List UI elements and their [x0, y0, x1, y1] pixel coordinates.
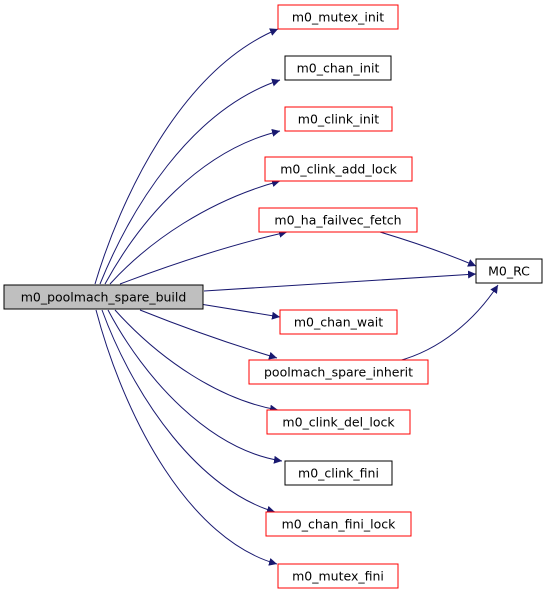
edge-to-chan-init	[99, 78, 281, 285]
node-label: m0_clink_fini	[298, 466, 379, 481]
node-m0-clink-add-lock[interactable]: m0_clink_add_lock	[264, 156, 413, 182]
node-m0-mutex-init[interactable]: m0_mutex_init	[277, 4, 399, 30]
call-edges	[94, 28, 499, 566]
edge-to-mutex-init	[94, 28, 279, 285]
node-label: m0_chan_wait	[294, 315, 383, 330]
node-label: m0_chan_init	[297, 61, 380, 76]
node-poolmach-spare-inherit[interactable]: poolmach_spare_inherit	[248, 359, 429, 385]
node-label: m0_clink_init	[298, 112, 379, 127]
edge-to-clink-init	[104, 128, 281, 285]
edge-to-clink-add-lock	[109, 179, 281, 285]
node-label: m0_clink_add_lock	[280, 162, 397, 177]
node-m0-ha-failvec-fetch[interactable]: m0_ha_failvec_fetch	[258, 207, 418, 233]
node-label: m0_chan_fini_lock	[282, 517, 397, 532]
node-label: m0_clink_del_lock	[282, 415, 395, 430]
node-label: m0_poolmach_spare_build	[21, 290, 187, 305]
node-label: m0_ha_failvec_fetch	[274, 213, 401, 228]
edge-to-m0-rc	[203, 270, 477, 292]
node-m0-clink-init[interactable]: m0_clink_init	[284, 106, 393, 132]
edge-to-clink-del-lock	[114, 309, 279, 413]
node-m0-rc[interactable]: M0_RC	[475, 258, 543, 284]
edge-inherit-to-m0-rc	[397, 284, 499, 362]
node-label: poolmach_spare_inherit	[264, 365, 413, 380]
node-m0-clink-fini[interactable]: m0_clink_fini	[284, 460, 393, 486]
edge-to-clink-fini	[107, 309, 283, 464]
edge-failvec-to-m0-rc	[379, 231, 477, 267]
edge-to-ha-failvec-fetch	[119, 229, 288, 285]
node-m0-mutex-fini[interactable]: m0_mutex_fini	[277, 563, 399, 589]
node-label: m0_mutex_init	[292, 10, 384, 25]
node-m0-chan-fini-lock[interactable]: m0_chan_fini_lock	[265, 511, 412, 537]
edge-to-chan-fini-lock	[101, 309, 276, 514]
edge-to-chan-wait	[199, 303, 281, 320]
node-m0-chan-init[interactable]: m0_chan_init	[284, 55, 392, 81]
node-m0-chan-wait[interactable]: m0_chan_wait	[279, 309, 398, 335]
node-label: M0_RC	[488, 264, 530, 279]
node-m0-poolmach-spare-build[interactable]: m0_poolmach_spare_build	[3, 284, 204, 310]
node-m0-clink-del-lock[interactable]: m0_clink_del_lock	[266, 409, 411, 435]
edge-to-poolmach-spare-inherit	[139, 309, 278, 360]
node-label: m0_mutex_fini	[292, 569, 384, 584]
edge-to-mutex-fini	[95, 309, 278, 566]
